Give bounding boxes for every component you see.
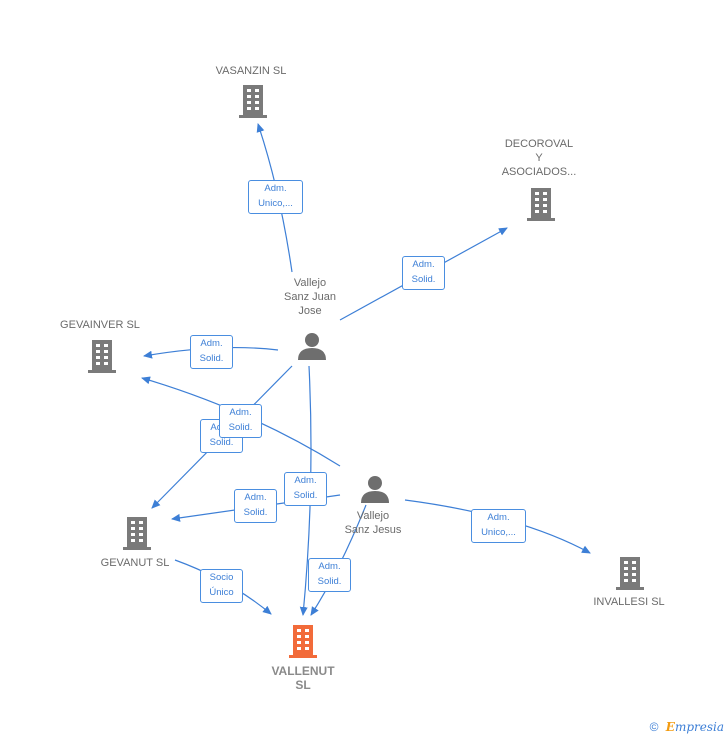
edge-label-adm-solid[interactable]: Adm. Solid. [308, 558, 351, 592]
company-label-vasanzin[interactable]: VASANZIN SL [215, 65, 287, 77]
edge-label-adm-solid[interactable]: Adm. Solid. [190, 335, 233, 369]
building-icon-gevanut [123, 517, 151, 550]
edge-label-socio-unico[interactable]: Socio Único [200, 569, 243, 603]
building-icon-vasanzin [239, 85, 267, 118]
building-icon-gevainver [88, 340, 116, 373]
footer-brand: © Empresia [650, 720, 724, 734]
edge-label-adm-solid[interactable]: Adm. Solid. [402, 256, 445, 290]
person-label-juan-jose[interactable]: Vallejo Sanz Juan Jose [284, 277, 336, 317]
edge-label-adm-solid[interactable]: Adm. Solid. [284, 472, 327, 506]
person-icon-jesus [361, 476, 389, 503]
edge-label-adm-unico[interactable]: Adm. Unico,... [248, 180, 303, 214]
brand-logo[interactable]: Empresia [665, 720, 724, 734]
edge-label-adm-unico[interactable]: Adm. Unico,... [471, 509, 526, 543]
company-label-invallesi[interactable]: INVALLESI SL [593, 596, 665, 608]
edge-label-adm-solid[interactable]: Adm. Solid. [219, 404, 262, 438]
company-label-vallenut[interactable]: VALLENUT SL [271, 664, 335, 692]
person-label-jesus[interactable]: Vallejo Sanz Jesus [344, 510, 402, 536]
person-icon-juan-jose [298, 333, 326, 360]
building-windows [96, 89, 636, 650]
building-icon-vallenut [289, 625, 317, 658]
copyright-icon: © [649, 720, 659, 734]
company-label-decoroval[interactable]: DECOROVAL Y ASOCIADOS... [501, 138, 577, 178]
company-label-gevanut[interactable]: GEVANUT SL [100, 557, 170, 569]
building-icon-invallesi [616, 557, 644, 590]
edge-label-adm-solid[interactable]: Adm. Solid. [234, 489, 277, 523]
building-icon-decoroval [527, 188, 555, 221]
company-label-gevainver[interactable]: GEVAINVER SL [60, 319, 140, 331]
